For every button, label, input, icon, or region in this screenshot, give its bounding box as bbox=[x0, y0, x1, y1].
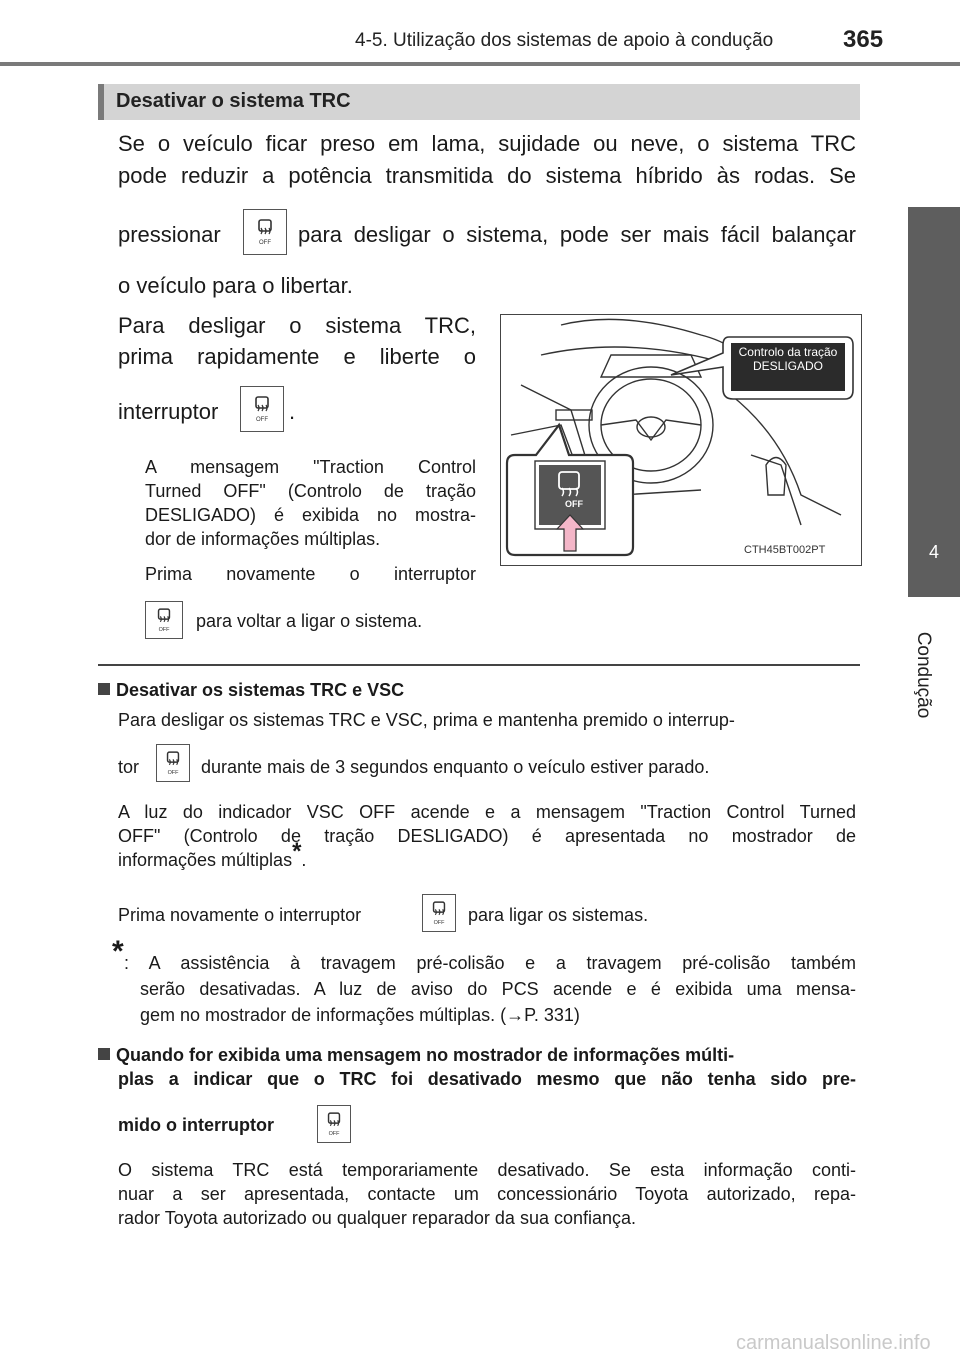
msg-line-3: DESLIGADO) é exibida no mostra- bbox=[145, 505, 476, 525]
trc-vsc-line-6a: Prima novamente o interruptor bbox=[118, 905, 362, 925]
message-heading-line-3: mido o interruptor bbox=[118, 1115, 274, 1135]
intro-line-1: Se o veículo ficar preso em lama, sujida… bbox=[118, 131, 856, 156]
chapter-side-tab bbox=[908, 207, 960, 597]
trc-off-button-inline-4: OFF bbox=[156, 744, 190, 782]
chapter-label: Condução bbox=[908, 605, 960, 745]
trc-vsc-line-2a: tor bbox=[118, 757, 140, 777]
trc-vsc-line-3: A luz do indicador VSC OFF acende e a me… bbox=[118, 802, 856, 822]
message-body-line-2: nuar a ser apresentada, contacte um conc… bbox=[118, 1184, 856, 1204]
message-heading-1: Quando for exibida uma mensagem no mostr… bbox=[98, 1043, 734, 1067]
again-line-1: Prima novamente o interruptor bbox=[145, 564, 476, 584]
trc-vsc-line-5-text: informações múltiplas bbox=[118, 850, 293, 870]
trc-vsc-line-4: OFF" (Controlo de tração DESLIGADO) é ap… bbox=[118, 826, 856, 846]
trc-off-button-inline-3: OFF bbox=[145, 601, 183, 639]
trc-off-button-inline-6: OFF bbox=[317, 1105, 351, 1143]
svg-text:OFF: OFF bbox=[259, 240, 271, 246]
msg-line-4: dor de informações múltiplas. bbox=[145, 529, 381, 549]
callout-line-2: DESLIGADO bbox=[752, 359, 824, 373]
trc-off-icon: OFF bbox=[258, 219, 272, 246]
trc-vsc-heading-text: Desativar os sistemas TRC e VSC bbox=[116, 680, 405, 700]
svg-text:OFF: OFF bbox=[168, 770, 180, 776]
trc-vsc-line-2b: durante mais de 3 segundos enquanto o ve… bbox=[201, 757, 710, 777]
trc-vsc-heading: Desativar os sistemas TRC e VSC bbox=[98, 678, 404, 702]
trc-vsc-line-6b: para ligar os sistemas. bbox=[468, 905, 649, 925]
section-heading-bar bbox=[98, 84, 104, 120]
intro-line-3a: pressionar bbox=[118, 222, 221, 247]
watermark: carmanualsonline.info bbox=[736, 1332, 931, 1354]
trc-off-icon: OFF bbox=[166, 751, 180, 776]
page-number: 365 bbox=[843, 26, 884, 53]
square-bullet-icon bbox=[98, 683, 110, 695]
dashboard-illustration: Controlo da tração DESLIGADO OFF CTH45BT… bbox=[500, 314, 862, 566]
header-rule bbox=[0, 62, 960, 66]
trc-off-icon: OFF bbox=[255, 396, 269, 423]
off-line-1: Para desligar o sistema TRC, bbox=[118, 313, 476, 338]
footnote-star: * bbox=[112, 935, 124, 968]
section-heading-text: Desativar o sistema TRC bbox=[116, 90, 351, 112]
section-heading: Desativar o sistema TRC bbox=[98, 84, 860, 120]
msg-line-2: Turned OFF" (Controlo de tração bbox=[145, 481, 476, 501]
message-heading-line-2: plas a indicar que o TRC foi desativado … bbox=[118, 1069, 856, 1089]
svg-text:OFF: OFF bbox=[329, 1131, 341, 1137]
trc-vsc-line-5: informações múltiplas*. bbox=[118, 840, 307, 872]
footnote-line-1: : A assistência à travagem pré-colisão e… bbox=[124, 953, 856, 973]
trc-off-button-inline-2: OFF bbox=[240, 386, 284, 432]
callout-text: Controlo da tração DESLIGADO bbox=[731, 345, 845, 373]
message-body-line-1: O sistema TRC está temporariamente desat… bbox=[118, 1160, 856, 1180]
intro-line-2: pode reduzir a potência transmitida do s… bbox=[118, 163, 856, 188]
trc-off-icon: OFF bbox=[432, 901, 446, 926]
callout-display bbox=[731, 343, 845, 391]
message-heading-line-1: Quando for exibida uma mensagem no mostr… bbox=[116, 1045, 735, 1065]
trc-off-icon: OFF bbox=[157, 608, 171, 633]
footnote-line-2: serão desativadas. A luz de aviso do PCS… bbox=[140, 979, 856, 999]
footnote-line-3: gem no mostrador de informações múltipla… bbox=[140, 1005, 580, 1025]
trc-off-button-inline-5: OFF bbox=[422, 894, 456, 932]
trc-off-icon: OFF bbox=[327, 1112, 341, 1137]
off-line-3-end: . bbox=[289, 399, 296, 424]
msg-line-1: A mensagem "Traction Control bbox=[145, 457, 476, 477]
svg-text:OFF: OFF bbox=[159, 627, 171, 633]
chapter-title: 4-5. Utilização dos sistemas de apoio à … bbox=[355, 30, 774, 51]
dashboard-drawing bbox=[505, 318, 854, 557]
trc-vsc-line-5-end: . bbox=[301, 850, 307, 870]
again-line-2: para voltar a ligar o sistema. bbox=[196, 611, 423, 631]
svg-text:OFF: OFF bbox=[256, 417, 268, 423]
zoom-button-label: OFF bbox=[565, 499, 583, 509]
square-bullet-icon bbox=[98, 1048, 110, 1060]
callout-line-1: Controlo da tração bbox=[738, 345, 838, 359]
intro-line-4: o veículo para o libertar. bbox=[118, 273, 353, 298]
trc-vsc-line-1: Para desligar os sistemas TRC e VSC, pri… bbox=[118, 710, 735, 730]
intro-line-3b: para desligar o sistema, pode ser mais f… bbox=[298, 222, 856, 247]
svg-text:OFF: OFF bbox=[434, 920, 446, 926]
figure-code: CTH45BT002PT bbox=[744, 544, 826, 556]
chapter-number: 4 bbox=[928, 542, 939, 562]
trc-off-button-inline: OFF bbox=[243, 209, 287, 255]
chapter-label-text: Condução bbox=[913, 631, 934, 719]
off-line-2: prima rapidamente e liberte o bbox=[118, 344, 476, 369]
press-arrow bbox=[555, 514, 585, 552]
off-line-3: interruptor bbox=[118, 399, 219, 424]
footnote-mark: * bbox=[292, 838, 302, 865]
section-divider bbox=[98, 664, 860, 666]
message-body-line-3: rador Toyota autorizado ou qualquer repa… bbox=[118, 1208, 637, 1228]
